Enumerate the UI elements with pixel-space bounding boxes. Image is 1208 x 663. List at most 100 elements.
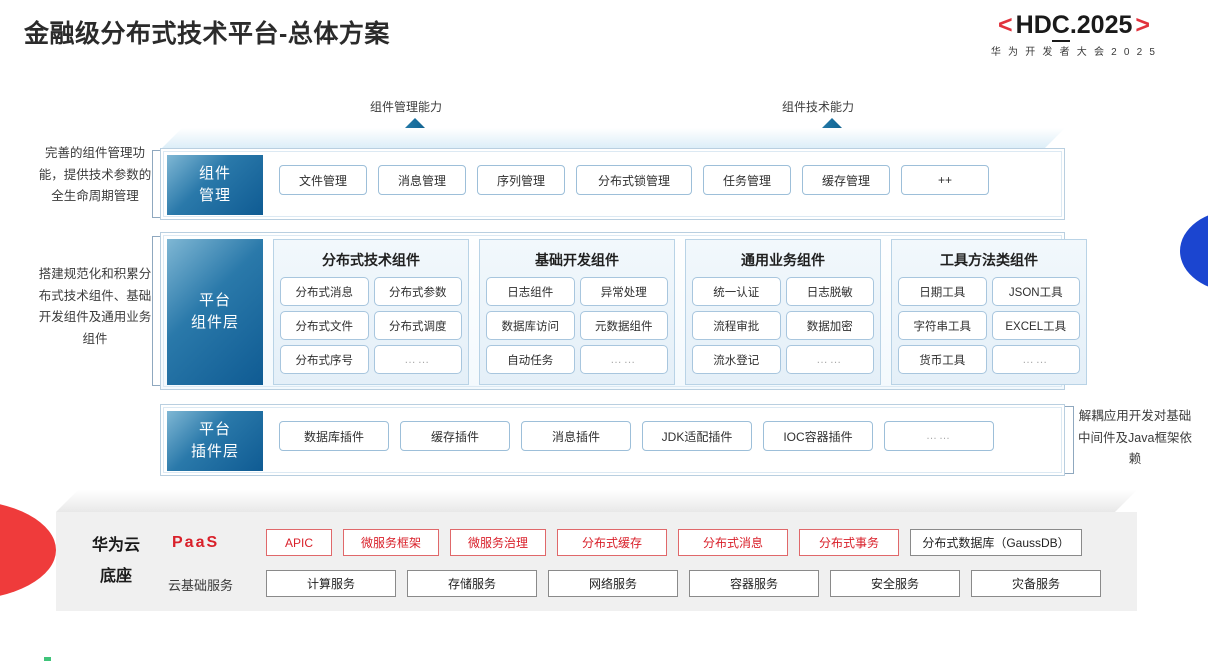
cloud-service-chip[interactable]: 安全服务 [830, 570, 960, 597]
component-management-chip[interactable]: ++ [901, 165, 989, 195]
component-management-chip[interactable]: 任务管理 [703, 165, 791, 195]
hdc-letter-d: D [1033, 11, 1052, 39]
cloud-basic-service-list: 计算服务存储服务网络服务容器服务安全服务灾备服务 [266, 570, 1101, 597]
component-chip[interactable]: 数据库访问 [486, 311, 575, 340]
cloud-service-chip[interactable]: 容器服务 [689, 570, 819, 597]
plugin-layer-row: 平台 插件层 数据库插件缓存插件消息插件 JDK适配插件 IOC容器插件 …… [160, 404, 1065, 476]
component-chip[interactable]: JSON工具 [991, 277, 1080, 306]
component-chip[interactable]: 统一认证 [692, 277, 781, 306]
plugin-chip-list: 数据库插件缓存插件消息插件 JDK适配插件 IOC容器插件 …… [279, 421, 994, 451]
component-chip[interactable]: 分布式序号 [280, 345, 369, 374]
component-chip[interactable]: 流程审批 [692, 311, 781, 340]
paas-service-chip[interactable]: APIC [266, 529, 332, 556]
blue-lens-decoration [1180, 210, 1208, 292]
component-chip[interactable]: 分布式消息 [280, 277, 369, 306]
paas-service-list: APIC 微服务框架微服务治理分布式缓存分布式消息分布式事务分布式数据库（Gaus… [266, 529, 1082, 556]
hdc-logo-subtitle: 华 为 开 发 者 大 会 2 0 2 5 [990, 47, 1158, 59]
paas-service-chip[interactable]: 分布式数据库（GaussDB） [910, 529, 1082, 556]
component-chip[interactable]: 分布式文件 [280, 311, 369, 340]
hdc-letter-c: C [1051, 11, 1070, 42]
component-chip[interactable]: 日志组件 [486, 277, 575, 306]
component-chip[interactable]: EXCEL工具 [991, 311, 1080, 340]
paas-label: PaaS [172, 534, 220, 551]
component-group-title: 通用业务组件 [741, 252, 825, 268]
paas-service-chip[interactable]: 微服务治理 [450, 529, 546, 556]
component-chip[interactable]: 字符串工具 [898, 311, 987, 340]
paas-service-chip[interactable]: 分布式事务 [799, 529, 899, 556]
component-chip[interactable]: 日志脱敏 [785, 277, 874, 306]
plugin-chip[interactable]: JDK适配插件 [642, 421, 752, 451]
label-line-2: 管理 [198, 187, 231, 204]
component-management-label: 组件 管理 [167, 155, 263, 215]
component-management-chip[interactable]: 消息管理 [378, 165, 466, 195]
component-group-grid: 统一认证日志脱敏流程审批数据加密流水登记…… [692, 277, 874, 374]
component-management-chip[interactable]: 分布式锁管理 [576, 165, 692, 195]
cloud-service-chip[interactable]: 计算服务 [266, 570, 396, 597]
platform-component-layer-label: 平台 组件层 [167, 239, 263, 385]
plugin-chip[interactable]: …… [884, 421, 994, 451]
component-management-chip[interactable]: 文件管理 [279, 165, 367, 195]
component-management-chip[interactable]: 缓存管理 [802, 165, 890, 195]
component-chip[interactable]: 货币工具 [898, 345, 987, 374]
component-management-chip[interactable]: 序列管理 [477, 165, 565, 195]
label-line-1: 平台 [198, 292, 231, 310]
label-line-1: 组件 [198, 165, 231, 183]
hdc-logo-main: <HDC.2025> [954, 11, 1194, 42]
component-chip[interactable]: 异常处理 [579, 277, 668, 306]
plugin-chip[interactable]: 数据库插件 [279, 421, 389, 451]
arrow-label-component-management: 组件管理能力 [370, 100, 443, 114]
component-chip[interactable]: 分布式调度 [373, 311, 462, 340]
side-note-left-bottom: 搭建规范化和积累分布式技术组件、基础开发组件及通用业务组件 [38, 267, 152, 346]
label-line-2: 组件层 [190, 314, 239, 331]
cloud-basic-service-label: 云基础服务 [168, 578, 234, 593]
component-group-grid: 分布式消息分布式参数分布式文件分布式调度分布式序号…… [280, 277, 462, 374]
cloud-service-chip[interactable]: 存储服务 [407, 570, 537, 597]
cloud-base-top-surface [56, 490, 1137, 512]
plugin-chip[interactable]: 消息插件 [521, 421, 631, 451]
label-line-1: 平台 [198, 421, 231, 439]
component-group-title: 基础开发组件 [535, 252, 619, 268]
component-group-title: 分布式技术组件 [322, 252, 420, 268]
angle-bracket-left-icon: < [998, 11, 1013, 39]
label-line-1: 华为云 [91, 537, 140, 554]
page-title: 金融级分布式技术平台-总体方案 [24, 20, 390, 48]
paas-service-chip[interactable]: 分布式缓存 [557, 529, 667, 556]
component-chip[interactable]: 流水登记 [692, 345, 781, 374]
component-management-chip-list: 文件管理消息管理序列管理分布式锁管理任务管理缓存管理 ++ [279, 165, 989, 195]
component-chip[interactable]: 日期工具 [898, 277, 987, 306]
component-chip[interactable]: 自动任务 [486, 345, 575, 374]
red-quarter-circle-decoration [0, 500, 56, 600]
angle-bracket-right-icon: > [1135, 11, 1150, 39]
label-line-2: 插件层 [190, 443, 239, 460]
component-chip[interactable]: 数据加密 [785, 311, 874, 340]
component-group: 通用业务组件统一认证日志脱敏流程审批数据加密流水登记…… [685, 239, 881, 385]
platform-component-layer-row: 平台 组件层 分布式技术组件分布式消息分布式参数分布式文件分布式调度分布式序号…… [160, 232, 1087, 390]
component-chip[interactable]: …… [991, 345, 1080, 374]
component-group: 分布式技术组件分布式消息分布式参数分布式文件分布式调度分布式序号…… [273, 239, 469, 385]
component-management-row: 组件 管理 文件管理消息管理序列管理分布式锁管理任务管理缓存管理 ++ [160, 148, 1065, 220]
component-chip[interactable]: …… [785, 345, 874, 374]
cloud-service-chip[interactable]: 灾备服务 [971, 570, 1101, 597]
plugin-chip[interactable]: IOC容器插件 [763, 421, 873, 451]
component-chip[interactable]: 分布式参数 [373, 277, 462, 306]
plugin-chip[interactable]: 缓存插件 [400, 421, 510, 451]
paas-service-chip[interactable]: 分布式消息 [678, 529, 788, 556]
component-chip[interactable]: 元数据组件 [579, 311, 668, 340]
green-marker-decoration [44, 657, 51, 661]
hdc-logo: <HDC.2025> 华 为 开 发 者 大 会 2 0 2 5 [954, 11, 1194, 59]
side-note-left-top: 完善的组件管理功能，提供技术参数的全生命周期管理 [38, 146, 152, 203]
hdc-year: .2025 [1069, 11, 1133, 39]
component-chip[interactable]: …… [579, 345, 668, 374]
bracket-right [1059, 406, 1074, 474]
component-group-title: 工具方法类组件 [940, 252, 1038, 268]
plugin-layer-label: 平台 插件层 [167, 411, 263, 471]
stack-top-surface [160, 128, 1065, 150]
component-group-list: 分布式技术组件分布式消息分布式参数分布式文件分布式调度分布式序号……基础开发组件… [273, 239, 1087, 385]
component-chip[interactable]: …… [373, 345, 462, 374]
paas-service-chip[interactable]: 微服务框架 [343, 529, 439, 556]
arrow-label-component-technology: 组件技术能力 [782, 100, 855, 114]
cloud-service-chip[interactable]: 网络服务 [548, 570, 678, 597]
label-line-2: 底座 [99, 568, 132, 586]
